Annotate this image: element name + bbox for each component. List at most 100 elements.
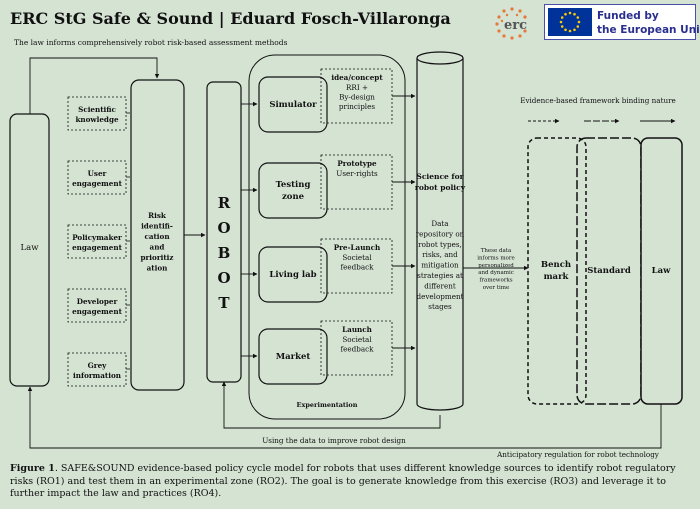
law-left-box: [9, 113, 50, 387]
stage-name: Testing: [276, 180, 311, 190]
svg-text:cation: cation: [144, 232, 170, 241]
science-repository-cylinder: [416, 58, 464, 411]
stage-box: [258, 246, 328, 303]
stage-desc-line: feedback: [340, 263, 374, 272]
svg-text:informs more: informs more: [477, 255, 514, 261]
knowledge-source-box: [67, 288, 127, 323]
stage-desc-title: Pre-Launch: [334, 243, 381, 252]
knowledge-source-box: [67, 160, 127, 195]
svg-text:ation: ation: [147, 264, 169, 273]
stage-name: Market: [276, 352, 311, 362]
knowledge-source-box: [67, 96, 127, 131]
stage-desc-line: Societal: [342, 253, 372, 262]
eu-flag-icon: [548, 8, 592, 36]
stage-box: [258, 328, 328, 385]
law-to-risk-connector: [29, 57, 160, 114]
svg-text:prioritiz: prioritiz: [141, 253, 174, 262]
anticipatory-regulation-connector: [27, 386, 662, 449]
svg-text:O: O: [217, 269, 230, 287]
knowledge-source-box: [67, 224, 127, 259]
framework-label: Standard: [587, 266, 631, 276]
figure-caption: Figure 1. SAFE&SOUND evidence-based poli…: [10, 463, 694, 501]
svg-text:mitigation: mitigation: [421, 261, 459, 270]
svg-text:personalized: personalized: [478, 263, 514, 269]
caption-text: . SAFE&SOUND evidence-based policy cycle…: [10, 463, 676, 499]
svg-text:engagement: engagement: [72, 179, 122, 188]
framework-label: mark: [544, 272, 570, 282]
framework-labels: Bench mark Standard Law: [541, 260, 671, 282]
stage-desc-title: idea/concept: [331, 73, 383, 82]
svg-text:robot policy: robot policy: [415, 183, 466, 192]
svg-text:strategies at: strategies at: [417, 271, 463, 280]
stage-desc-title: Launch: [342, 325, 373, 334]
svg-text:B: B: [218, 244, 231, 262]
svg-text:T: T: [218, 294, 230, 312]
erc-logo-text: erc: [504, 18, 527, 33]
improve-design-connector: [221, 381, 441, 429]
eu-funded-line1: Funded by: [597, 10, 659, 22]
svg-text:risks, and: risks, and: [422, 250, 458, 259]
anticipatory-regulation-label: Anticipatory regulation for robot techno…: [496, 450, 660, 459]
svg-text:R: R: [218, 194, 231, 212]
framework-label: Bench: [541, 260, 571, 270]
stage-desc-line: User-rights: [336, 169, 378, 178]
svg-text:These data: These data: [481, 248, 512, 254]
law-framework-box: [640, 137, 683, 405]
policy-cycle-diagram: Law ScientificknowledgeUserengagementPol…: [9, 51, 683, 459]
svg-text:Policymaker: Policymaker: [72, 233, 122, 242]
experimentation-label: Experimentation: [297, 401, 358, 409]
improve-design-label: Using the data to improve robot design: [262, 436, 406, 445]
stage-desc-line: RRI +: [346, 83, 368, 92]
caption-label: Figure 1: [10, 463, 55, 474]
binding-nature-label: Evidence-based framework binding nature: [520, 96, 676, 105]
svg-text:Risk: Risk: [148, 211, 167, 220]
stage-desc-line: feedback: [340, 345, 374, 354]
stage-desc-line: principles: [339, 102, 375, 111]
svg-text:Scientific: Scientific: [78, 105, 116, 114]
svg-text:engagement: engagement: [72, 243, 122, 252]
law-left-label: Law: [21, 243, 40, 253]
svg-text:repository on: repository on: [416, 229, 465, 238]
stage-name: zone: [282, 192, 305, 202]
svg-text:and dynamic: and dynamic: [478, 270, 514, 276]
page-title: ERC StG Safe & Sound | Eduard Fosch-Vill…: [10, 9, 451, 28]
stage-box: [258, 162, 328, 219]
framework-label: Law: [652, 266, 671, 276]
erc-logo: erc: [490, 4, 534, 40]
robot-box: [206, 81, 242, 383]
svg-text:and: and: [150, 243, 165, 252]
svg-text:Science for: Science for: [416, 172, 464, 181]
eu-funding-badge: Funded by the European Union: [544, 4, 700, 40]
svg-text:over time: over time: [483, 285, 510, 291]
svg-text:Developer: Developer: [77, 297, 118, 306]
svg-text:development: development: [417, 292, 464, 301]
svg-text:Data: Data: [431, 219, 449, 228]
experimentation-zone: [248, 54, 406, 420]
stage-desc-line: Societal: [342, 335, 372, 344]
svg-text:frameworks: frameworks: [479, 278, 512, 284]
svg-text:robot types,: robot types,: [418, 240, 462, 249]
svg-text:knowledge: knowledge: [75, 115, 119, 124]
header: ERC StG Safe & Sound | Eduard Fosch-Vill…: [0, 0, 700, 50]
knowledge-sources: ScientificknowledgeUserengagementPolicym…: [67, 96, 130, 387]
svg-text:User: User: [88, 169, 107, 178]
stage-name: Simulator: [269, 100, 317, 110]
stage-name: Living lab: [269, 270, 316, 280]
page-subtitle: The law informs comprehensively robot ri…: [14, 38, 288, 47]
svg-text:different: different: [424, 281, 456, 290]
svg-text:O: O: [217, 219, 230, 237]
knowledge-source-box: [67, 352, 127, 387]
svg-text:stages: stages: [428, 302, 452, 311]
stage-desc-line: By-design: [339, 93, 375, 102]
svg-text:identifi-: identifi-: [141, 222, 173, 231]
